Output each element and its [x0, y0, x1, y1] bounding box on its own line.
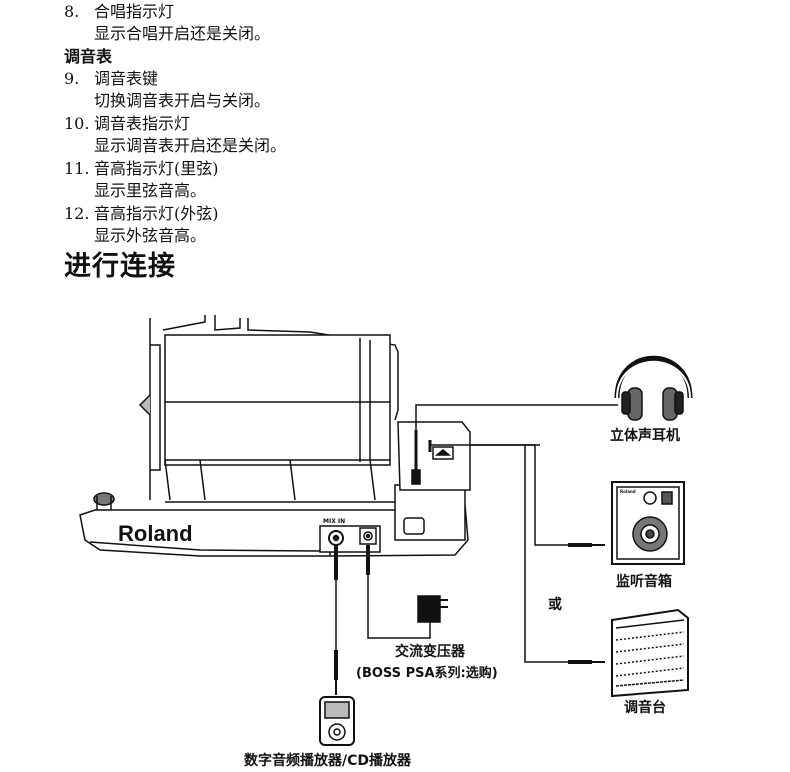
adapter-note: (BOSS PSA系列:选购): [356, 666, 498, 681]
item-9-number: 9.: [64, 69, 80, 88]
item-10-label: 调音表指示灯: [94, 114, 191, 133]
monitor-speaker-image: [611, 481, 685, 565]
instrument-body: [79, 315, 471, 557]
item-8-title: 8. 合唱指示灯: [64, 2, 174, 22]
item-8-desc: 显示合唱开启还是关闭。: [94, 24, 271, 43]
tuner-heading: 调音表: [64, 47, 113, 66]
monitor-speaker-label: 监听音箱: [616, 574, 672, 590]
headphones-label: 立体声耳机: [610, 428, 680, 444]
item-10-title: 10.调音表指示灯: [64, 114, 190, 134]
item-12-title: 12.音高指示灯(外弦): [64, 204, 219, 224]
adapter-label: 交流变压器: [395, 644, 465, 660]
headphones-image: [614, 355, 693, 421]
item-8-label: 合唱指示灯: [94, 2, 175, 21]
item-11-desc: 显示里弦音高。: [94, 181, 207, 200]
item-10-desc: 显示调音表开启还是关闭。: [94, 136, 287, 155]
item-11-number: 11.: [64, 159, 90, 178]
mix-in-label: MIX IN: [323, 518, 345, 525]
or-label: 或: [548, 597, 562, 613]
mixer-label: 调音台: [624, 700, 666, 716]
item-12-number: 12.: [64, 204, 90, 223]
section-title: 进行连接: [64, 251, 176, 282]
player-label: 数字音频播放器/CD播放器: [244, 753, 412, 769]
item-11-label: 音高指示灯(里弦): [94, 159, 219, 178]
item-9-label: 调音表键: [94, 69, 159, 88]
player-image: [319, 696, 355, 746]
mixer-image: [611, 608, 689, 698]
item-8-number: 8.: [64, 2, 80, 21]
item-9-desc: 切换调音表开启与关闭。: [94, 91, 271, 110]
roland-logo: Roland: [118, 521, 193, 546]
item-11-title: 11.音高指示灯(里弦): [64, 159, 219, 179]
item-9-title: 9. 调音表键: [64, 69, 158, 89]
item-10-number: 10.: [64, 114, 90, 133]
item-12-desc: 显示外弦音高。: [94, 226, 207, 245]
item-12-label: 音高指示灯(外弦): [94, 204, 219, 223]
speaker-brand-label: Roland: [620, 489, 636, 494]
